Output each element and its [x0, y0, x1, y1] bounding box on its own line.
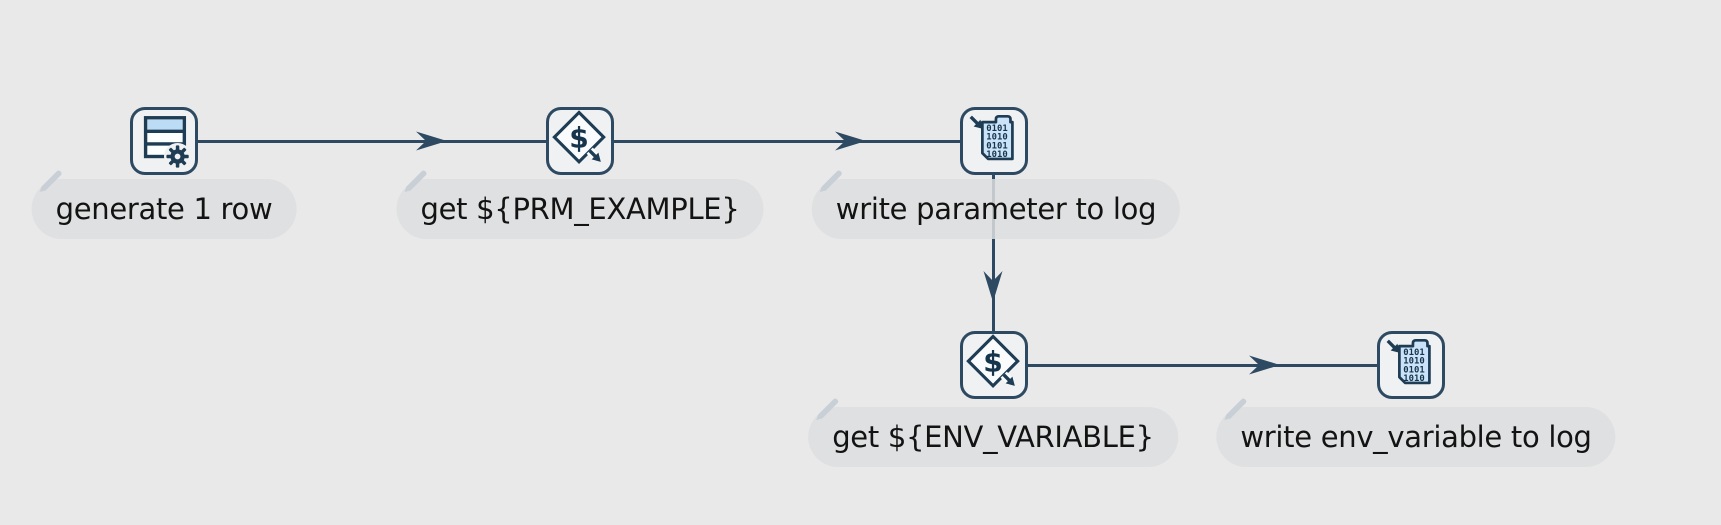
binary-text: 1010 [986, 133, 1007, 143]
binary-text: 0101 [986, 141, 1007, 151]
write-to-log-icon: 0101 1010 0101 1010 [969, 114, 1014, 161]
get-variable-icon: $ [966, 334, 1020, 388]
step-label-write-env-variable-to-log[interactable]: write env_variable to log [1216, 398, 1616, 467]
step-label-text: write parameter to log [835, 192, 1157, 226]
step-get-prm-example[interactable]: $ [546, 107, 614, 175]
step-write-parameter-to-log[interactable]: 0101 1010 0101 1010 [960, 107, 1028, 175]
edit-pencil-icon[interactable] [36, 166, 66, 196]
arrow-down-right-icon [1005, 376, 1015, 386]
step-label-get-env-variable[interactable]: get ${ENV_VARIABLE} [808, 398, 1178, 467]
hop-line[interactable] [1027, 364, 1378, 367]
dollar-glyph: $ [983, 345, 1003, 378]
step-label-generate-1-row[interactable]: generate 1 row [31, 170, 297, 239]
hop-line[interactable] [992, 174, 995, 332]
edit-pencil-icon[interactable] [812, 394, 842, 424]
write-to-log-icon: 0101 1010 0101 1010 [1386, 338, 1431, 385]
get-variable-icon: $ [552, 110, 606, 164]
dollar-glyph: $ [569, 121, 589, 154]
step-label-text: get ${ENV_VARIABLE} [832, 420, 1154, 454]
step-label-get-prm-example[interactable]: get ${PRM_EXAMPLE} [396, 170, 764, 239]
edit-pencil-icon[interactable] [401, 166, 431, 196]
hop-arrowhead-icon[interactable] [413, 130, 447, 152]
hop-arrowhead-icon[interactable] [1246, 354, 1280, 376]
data-grid-icon [143, 116, 192, 171]
gear-icon [166, 145, 189, 168]
binary-text: 1010 [1403, 374, 1424, 384]
binary-text: 0101 [986, 124, 1007, 134]
binary-text: 0101 [1403, 348, 1424, 358]
hop-line[interactable] [613, 140, 961, 143]
step-label-text: get ${PRM_EXAMPLE} [420, 192, 740, 226]
step-write-env-variable-to-log[interactable]: 0101 1010 0101 1010 [1377, 331, 1445, 399]
arrow-down-right-icon [973, 119, 983, 129]
arrow-down-right-icon [591, 152, 601, 162]
hop-arrowhead-icon[interactable] [832, 130, 866, 152]
hop-arrowhead-icon[interactable] [982, 268, 1004, 302]
step-label-text: write env_variable to log [1240, 420, 1592, 454]
edit-pencil-icon[interactable] [816, 166, 846, 196]
hop-line[interactable] [197, 140, 547, 143]
step-label-text: generate 1 row [55, 192, 273, 226]
step-get-env-variable[interactable]: $ [960, 331, 1028, 399]
binary-text: 1010 [1403, 357, 1424, 367]
binary-text: 1010 [986, 150, 1007, 160]
step-generate-1-row[interactable] [130, 107, 198, 175]
edit-pencil-icon[interactable] [1220, 394, 1250, 424]
binary-text: 0101 [1403, 365, 1424, 375]
step-label-write-parameter-to-log[interactable]: write parameter to log [811, 170, 1181, 239]
arrow-down-right-icon [1390, 343, 1400, 353]
